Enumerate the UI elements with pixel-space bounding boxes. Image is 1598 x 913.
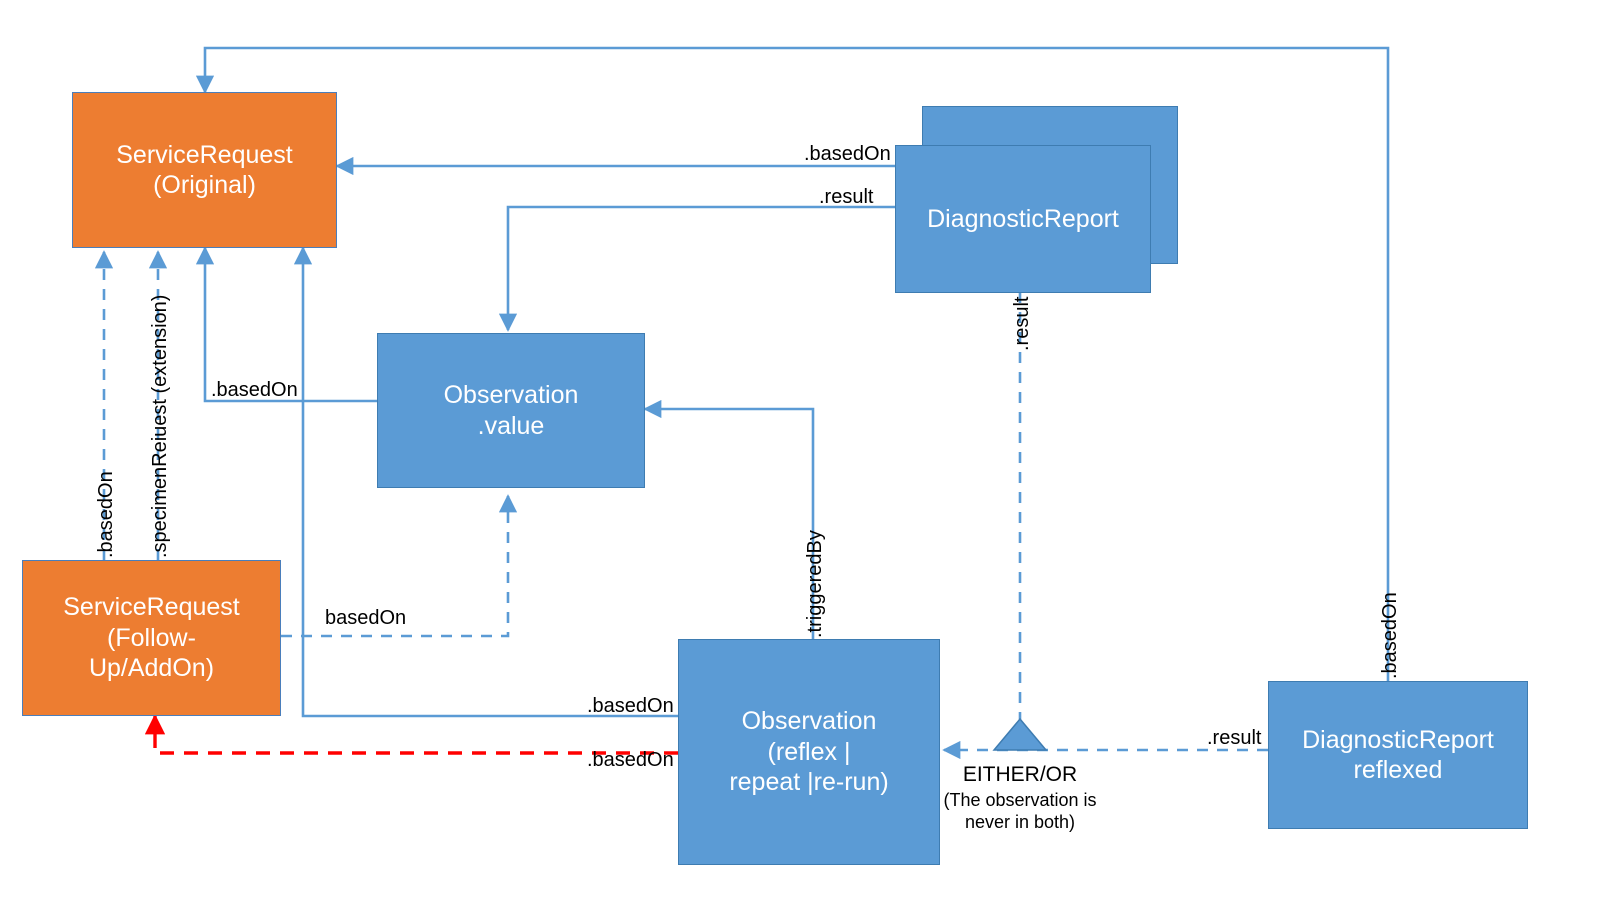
edge-label-vertical-result-report: .result — [1011, 296, 1033, 351]
edge-label-vertical-basedon-left: .basedOn — [95, 471, 117, 558]
edge-label-report-result: .result — [819, 186, 874, 208]
edge-label-followup-basedon: basedOn — [325, 607, 407, 629]
edge-reflexed-basedon-to-original — [195, 46, 1390, 681]
node-service-request-followup[interactable]: ServiceRequest (Follow- Up/AddOn) — [22, 560, 281, 716]
edge-label-reflexed-result: .result — [1207, 727, 1262, 749]
edge-followup-basedon-to-observation-value — [281, 494, 518, 638]
edge-label-reflex-basedon-solid: .basedOn — [587, 695, 674, 717]
node-observation-reflex[interactable]: Observation (reflex | repeat |re-run) — [678, 639, 940, 865]
node-service-request-original[interactable]: ServiceRequest (Original) — [72, 92, 337, 248]
either-or-heading: EITHER/OR — [962, 763, 1078, 786]
edge-observation-reflex-triggeredby-to-value — [643, 399, 815, 640]
node-diagnostic-report-reflexed[interactable]: DiagnosticReport reflexed — [1268, 681, 1528, 829]
edge-label-report-basedon: .basedOn — [804, 143, 891, 165]
edge-label-reflex-basedon-red: .basedOn — [587, 749, 674, 771]
either-or-triangle — [992, 717, 1048, 751]
edge-label-vertical-triggeredby: .triggeredBy — [804, 530, 826, 638]
edge-observation-reflex-basedon-to-followup — [144, 713, 678, 755]
node-diagnostic-report[interactable]: DiagnosticReport — [895, 145, 1151, 293]
edge-report-result-to-observation-value — [498, 205, 896, 332]
edge-observation-value-basedon-to-original — [195, 246, 377, 403]
edge-label-vertical-basedon-right: .basedOn — [1379, 592, 1401, 679]
node-observation-value[interactable]: Observation .value — [377, 333, 645, 488]
edge-label-observation-value-basedon: .basedOn — [211, 379, 298, 401]
either-or-body: (The observation is never in both) — [943, 790, 1097, 832]
edge-label-vertical-specimenrequest: .specimenReiuest (extension) — [149, 294, 171, 558]
edge-observation-reflex-basedon-to-original — [293, 246, 678, 718]
